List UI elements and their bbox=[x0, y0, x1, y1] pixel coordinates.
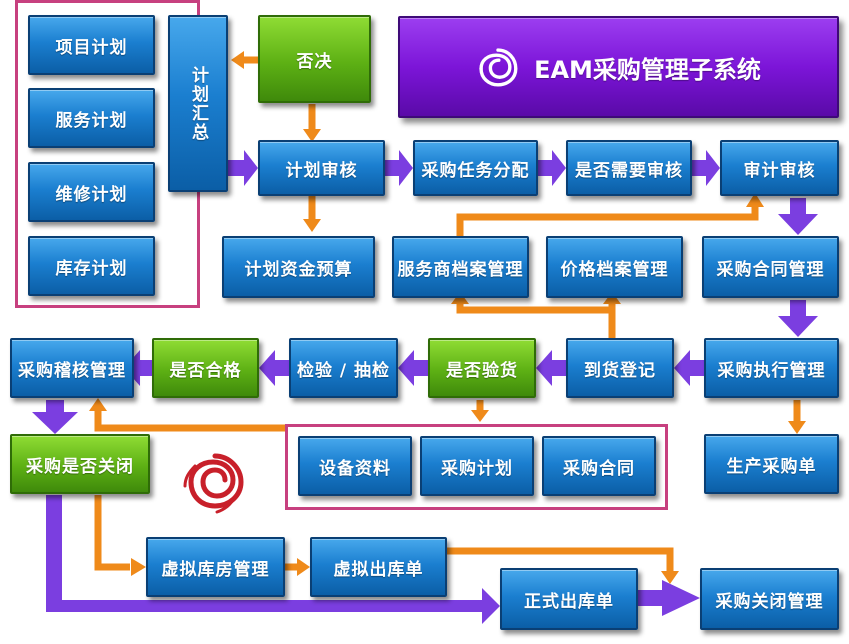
documents-group-frame bbox=[285, 424, 668, 510]
check-mgmt-box[interactable]: 采购稽核管理 bbox=[10, 338, 134, 398]
plan-summary-label: 计划汇总 bbox=[188, 65, 208, 142]
service-plan-box[interactable]: 服务计划 bbox=[28, 88, 155, 148]
exec-mgmt-box[interactable]: 采购执行管理 bbox=[704, 338, 839, 398]
reject-box[interactable]: 否决 bbox=[258, 15, 371, 103]
purchase-contract-doc-box[interactable]: 采购合同 bbox=[542, 436, 656, 496]
arrow-need-to-audit bbox=[692, 150, 720, 186]
qualified-box[interactable]: 是否合格 bbox=[152, 338, 259, 398]
inspect-box[interactable]: 检验 / 抽检 bbox=[289, 338, 398, 398]
formal-out-box[interactable]: 正式出库单 bbox=[500, 568, 638, 630]
audit-box[interactable]: 审计审核 bbox=[720, 140, 839, 196]
arrow-arrival-to-needinspect bbox=[536, 350, 566, 386]
project-plan-box[interactable]: 项目计划 bbox=[28, 15, 155, 75]
arrow-arrival-to-archives bbox=[456, 302, 616, 338]
arrow-qualified-to-check bbox=[124, 350, 152, 386]
arrow-contract-to-exec bbox=[778, 300, 818, 337]
task-assign-box[interactable]: 采购任务分配 bbox=[413, 140, 538, 196]
close-mgmt-box[interactable]: 采购关闭管理 bbox=[700, 568, 839, 630]
arrow-docs-to-check bbox=[94, 410, 285, 432]
system-title-text: EAM采购管理子系统 bbox=[534, 55, 761, 84]
virtual-warehouse-box[interactable]: 虚拟库房管理 bbox=[146, 537, 285, 597]
arrow-inspect-to-qualified bbox=[259, 350, 289, 386]
arrow-exec-to-arrival bbox=[674, 350, 704, 386]
fund-budget-box[interactable]: 计划资金预算 bbox=[222, 236, 375, 298]
virtual-out-box[interactable]: 虚拟出库单 bbox=[310, 537, 447, 597]
supplier-archive-box[interactable]: 服务商档案管理 bbox=[392, 236, 529, 298]
plan-review-box[interactable]: 计划审核 bbox=[258, 140, 385, 196]
arrow-summary-to-review bbox=[228, 150, 258, 186]
arrow-close-to-virtualwh bbox=[94, 495, 130, 571]
spiral-logo-icon bbox=[479, 48, 518, 87]
need-audit-box[interactable]: 是否需要审核 bbox=[566, 140, 692, 196]
arrow-check-to-close bbox=[32, 400, 78, 434]
spiral-logo-icon bbox=[183, 453, 244, 514]
arrow-review-to-task bbox=[385, 150, 413, 186]
arrow-audit-to-contract bbox=[778, 198, 818, 235]
system-title-banner: EAM采购管理子系统 bbox=[398, 16, 839, 118]
price-archive-box[interactable]: 价格档案管理 bbox=[546, 236, 683, 298]
arrival-box[interactable]: 到货登记 bbox=[566, 338, 674, 398]
production-order-box[interactable]: 生产采购单 bbox=[704, 434, 839, 494]
arrow-close-to-formal bbox=[46, 495, 500, 624]
arrow-virtualout-to-close bbox=[447, 547, 674, 572]
purchase-plan-doc-box[interactable]: 采购计划 bbox=[420, 436, 534, 496]
arrow-needinspect-to-inspect bbox=[398, 350, 428, 386]
contract-mgmt-box[interactable]: 采购合同管理 bbox=[702, 236, 839, 298]
close-question-box[interactable]: 采购是否关闭 bbox=[10, 434, 150, 494]
maintenance-plan-box[interactable]: 维修计划 bbox=[28, 162, 155, 222]
plan-summary-box[interactable]: 计划汇总 bbox=[168, 15, 228, 192]
device-docs-box[interactable]: 设备资料 bbox=[298, 436, 412, 496]
arrow-task-to-need bbox=[538, 150, 566, 186]
arrow-supplier-to-audit bbox=[456, 207, 759, 238]
arrow-formal-to-closemgmt bbox=[638, 580, 700, 616]
need-inspect-box[interactable]: 是否验货 bbox=[428, 338, 536, 398]
inventory-plan-box[interactable]: 库存计划 bbox=[28, 236, 155, 296]
